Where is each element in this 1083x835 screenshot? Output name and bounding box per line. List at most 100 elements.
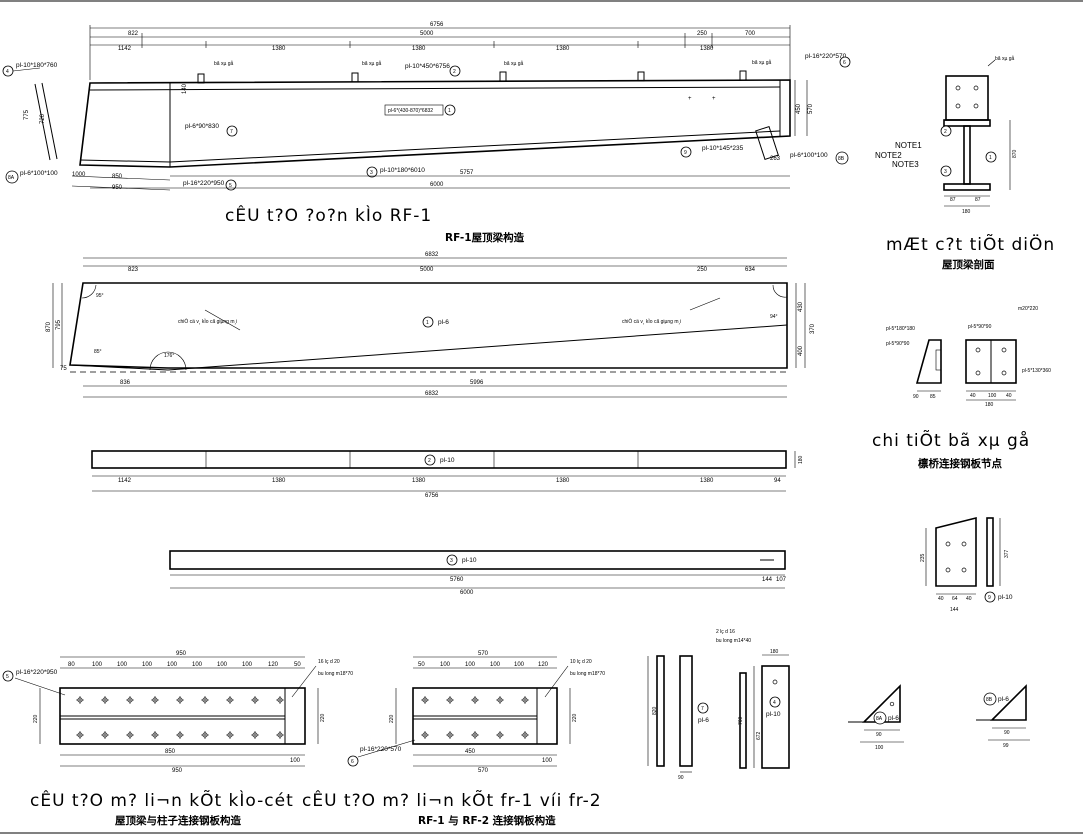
bolt-hole-crosshair	[276, 731, 284, 739]
plate1-angle: 176°	[164, 353, 174, 359]
rf1-title: cÊU t?O ?o?n kÌo RF-1	[225, 204, 432, 226]
plate1-note: chiÒ cä v¸ kÌo cã giµng m¸i	[622, 318, 681, 325]
section-dim: 180	[962, 209, 971, 215]
conn2-dim: 100	[440, 662, 451, 668]
rf1-top-dim: 822	[128, 31, 139, 37]
plate9-dim: 377	[1004, 549, 1010, 558]
gusset8b-dim: 90	[1004, 730, 1010, 736]
brace-right-label2: pl-5*130*360	[1022, 368, 1051, 374]
rf1-side-dim: 775	[24, 109, 30, 120]
bolt-hole-crosshair	[471, 696, 479, 704]
conn1-dim: 100	[290, 758, 301, 764]
conn1-dim: 50	[294, 662, 301, 668]
rf1-bot-dim: 850	[112, 174, 123, 180]
brace-dim: 100	[988, 393, 997, 399]
conn2-dim: 100	[465, 662, 476, 668]
bolt-hole-crosshair	[151, 696, 159, 704]
conn1-label: pl-16*220*950	[16, 669, 58, 676]
plate2-dim: 94	[774, 478, 781, 484]
plate4-dim: 180	[770, 649, 779, 655]
bolt-hole-crosshair	[471, 731, 479, 739]
svg-text:4: 4	[6, 69, 9, 75]
section-circle: 2	[944, 129, 947, 135]
plate9-dim: 235	[920, 553, 926, 562]
bolt-hole-crosshair	[251, 731, 259, 739]
rf1-subtitle: RF-1屋顶梁构造	[445, 231, 525, 244]
brace-detail: pl-5*180*180 pl-5*90*90 90 85 pl-5*90*90…	[872, 306, 1051, 470]
gusset8b-detail: 8B pl-6 90 99	[976, 684, 1030, 749]
conn1-dim: 100	[192, 662, 203, 668]
conn1-dim: 100	[217, 662, 228, 668]
bolt-hole-crosshair	[76, 731, 84, 739]
plate4-circle: 4	[773, 700, 776, 706]
plate1-note: chiÒ cä v¸ kÌo cã giµng m¸i	[178, 318, 237, 325]
bolt-hole-crosshair	[421, 696, 429, 704]
brace-dim: 90	[913, 394, 919, 400]
plate1-right-dim: 370	[810, 323, 816, 334]
plate7-dim: 90	[678, 775, 684, 781]
brace-dim: 180	[985, 402, 994, 408]
rf1-label-plate8a: pl-6*100*100	[20, 170, 58, 177]
svg-text:870: 870	[1012, 149, 1018, 158]
svg-text:+: +	[712, 96, 716, 102]
conn1-dim: 950	[176, 651, 187, 657]
plate2-label: pl-10	[440, 457, 455, 464]
plate1-label: pl-6	[438, 319, 449, 326]
plate4-dim: 672	[756, 731, 762, 740]
rf1-purlin-note: bã xµ gå	[504, 60, 524, 67]
bolt-hole-crosshair	[101, 731, 109, 739]
svg-text:+: +	[688, 96, 692, 102]
bolt-hole-crosshair	[521, 696, 529, 704]
plate9-detail: 40 64 40 144 235 377 9 pl-10	[920, 516, 1013, 613]
section-circle: 3	[944, 169, 947, 175]
plate9-circle: 9	[988, 595, 991, 601]
conn1-dim: 100	[92, 662, 103, 668]
plate2-overall-dim: 6756	[425, 493, 439, 499]
section-dim: 87	[950, 197, 956, 203]
rf1-seg-dim: 1380	[556, 46, 570, 52]
rf1-purlin-note: bã xµ gå	[214, 60, 234, 67]
plate1-bot-dim: 836	[120, 380, 131, 386]
plate1-left-dim: 870	[46, 321, 52, 332]
conn2-title: cÊU t?O m? li¬n kÕt fr-1 víi fr-2	[302, 789, 602, 811]
gusset8b-circle: 8B	[986, 697, 993, 703]
rf1-label-plate8b: pl-6*100*100	[790, 152, 828, 159]
svg-text:2: 2	[453, 69, 456, 75]
plate4-note2: bu long m14*40	[716, 638, 751, 644]
section-dim: 87	[975, 197, 981, 203]
svg-text:7: 7	[230, 129, 233, 135]
bolt-hole-crosshair	[176, 696, 184, 704]
plate3-label: pl-10	[462, 557, 477, 564]
section-top-note: bã xµ gå	[995, 55, 1015, 62]
rf1-bot-dim: 1000	[72, 172, 86, 178]
bolt-hole-crosshair	[201, 731, 209, 739]
plate2-circle: 2	[428, 458, 431, 464]
plate3-strip: 3 pl-10 5760 144 107 6000	[169, 550, 787, 596]
plate1-bot-dim: 6832	[425, 391, 439, 397]
conn1-dim: 100	[242, 662, 253, 668]
rf1-top-dim: 5000	[420, 31, 434, 37]
brace-dim: 40	[1006, 393, 1012, 399]
plate3-dim: 6000	[460, 590, 474, 596]
plate1-top-dim: 634	[745, 267, 756, 273]
rf1-side-dim: 720	[40, 113, 46, 124]
bolt-hole-crosshair	[176, 731, 184, 739]
bolt-hole-crosshair	[101, 696, 109, 704]
rf1-overall-dim: 6756	[430, 22, 444, 28]
rf1-side-dim: 570	[808, 103, 814, 114]
brace-dim: 85	[930, 394, 936, 400]
svg-text:8A: 8A	[8, 175, 15, 181]
plate2-strip: 2 pl-10 1142 1380 1380 1380 1380 94 6756…	[91, 450, 804, 499]
rf1-side-dim: 450	[796, 103, 802, 114]
brace-subtitle: 檩桥连接钢板节点	[918, 457, 1002, 470]
bolt-hole-crosshair	[446, 731, 454, 739]
svg-text:5: 5	[229, 183, 232, 189]
bolt-hole-crosshair	[201, 696, 209, 704]
plate9-dim: 40	[938, 596, 944, 602]
plate1-angle: 95°	[96, 293, 104, 299]
gusset8a-dim: 100	[875, 745, 884, 751]
conn1-dim: 100	[167, 662, 178, 668]
gusset8a-dim: 90	[876, 732, 882, 738]
conn2-dim: 120	[538, 662, 549, 668]
